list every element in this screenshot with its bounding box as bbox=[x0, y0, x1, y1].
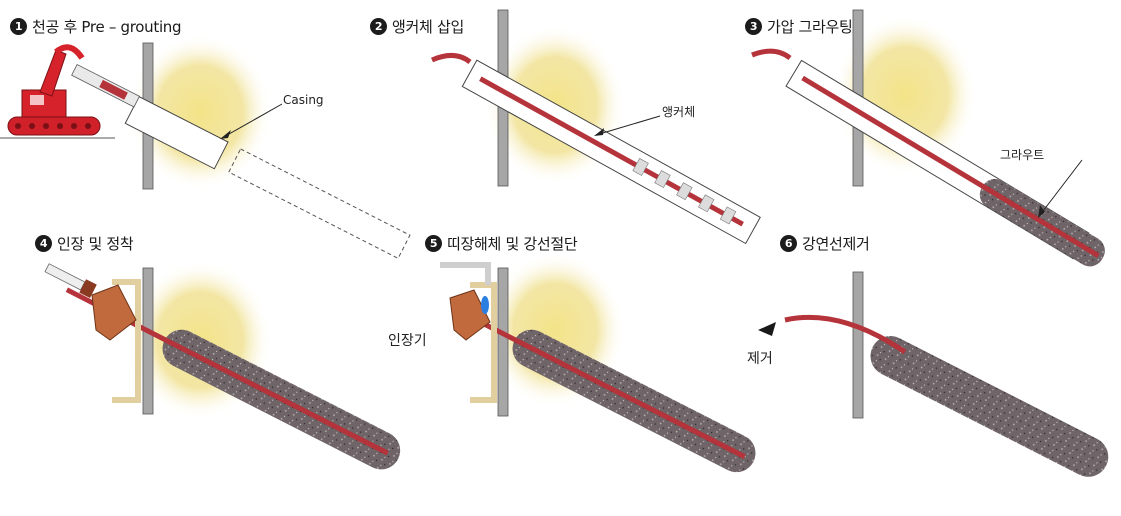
step-5-title: 5 띠장해체 및 강선절단 bbox=[425, 233, 578, 254]
step-6-title: 6 강연선제거 bbox=[780, 233, 870, 254]
anchor-tendon bbox=[65, 287, 389, 456]
drilling-machine bbox=[0, 44, 140, 139]
pull-arrow-icon bbox=[758, 322, 776, 336]
retaining-wall bbox=[142, 267, 154, 415]
soil-zone bbox=[128, 34, 272, 190]
step-1-label: 천공 후 Pre – grouting bbox=[32, 18, 182, 36]
cutting-torch-icon bbox=[440, 262, 491, 314]
step-4-title: 4 인장 및 정착 bbox=[35, 233, 134, 254]
step-5-number: 5 bbox=[425, 235, 442, 252]
retaining-wall bbox=[497, 267, 509, 417]
step-5-illustration bbox=[440, 252, 756, 473]
retaining-wall bbox=[852, 271, 864, 419]
anchor-tendon bbox=[460, 310, 746, 460]
remove-label: 제거 bbox=[747, 351, 773, 367]
anchor-leader bbox=[595, 115, 661, 136]
step-2-title: 2 앵커체 삽입 bbox=[370, 16, 464, 37]
step-4-illustration bbox=[44, 260, 401, 470]
step-1-title: 1 천공 후 Pre – grouting bbox=[10, 16, 182, 37]
jack-and-bracket bbox=[449, 282, 497, 403]
step-1-number: 1 bbox=[10, 18, 27, 35]
step-4-label: 인장 및 정착 bbox=[57, 235, 134, 253]
step-4-number: 4 bbox=[35, 235, 52, 252]
casing-leader bbox=[221, 103, 283, 139]
step-1-illustration bbox=[0, 34, 411, 260]
step-6-label: 강연선제거 bbox=[802, 235, 870, 253]
extracted-strand bbox=[784, 315, 907, 355]
casing bbox=[124, 95, 229, 170]
dashed-borehole bbox=[228, 148, 411, 260]
step-3-label: 가압 그라우팅 bbox=[767, 18, 853, 36]
jack-and-bracket bbox=[44, 263, 141, 403]
step-3-illustration bbox=[751, 9, 1105, 267]
spacers bbox=[632, 158, 737, 225]
step-2-label: 앵커체 삽입 bbox=[392, 18, 464, 36]
casing-callout: Casing bbox=[283, 93, 324, 107]
step-5-label: 띠장해체 및 강선절단 bbox=[447, 235, 578, 253]
jack-label: 인장기 bbox=[388, 333, 427, 349]
tendon-tail bbox=[431, 53, 472, 65]
grout-leader bbox=[1039, 159, 1083, 216]
step-6-number: 6 bbox=[780, 235, 797, 252]
tendon-tail bbox=[751, 48, 792, 61]
step-6-illustration bbox=[758, 271, 1109, 477]
grout-callout: 그라우트 bbox=[1000, 148, 1045, 162]
grout-body bbox=[870, 336, 1109, 477]
anchor-tendon bbox=[479, 76, 744, 227]
step-2-illustration bbox=[431, 9, 761, 245]
step-2-number: 2 bbox=[370, 18, 387, 35]
anchor-body-callout: 앵커체 bbox=[662, 105, 696, 119]
anchor-tendon bbox=[801, 75, 1100, 258]
step-3-number: 3 bbox=[745, 18, 762, 35]
step-3-title: 3 가압 그라우팅 bbox=[745, 16, 853, 37]
